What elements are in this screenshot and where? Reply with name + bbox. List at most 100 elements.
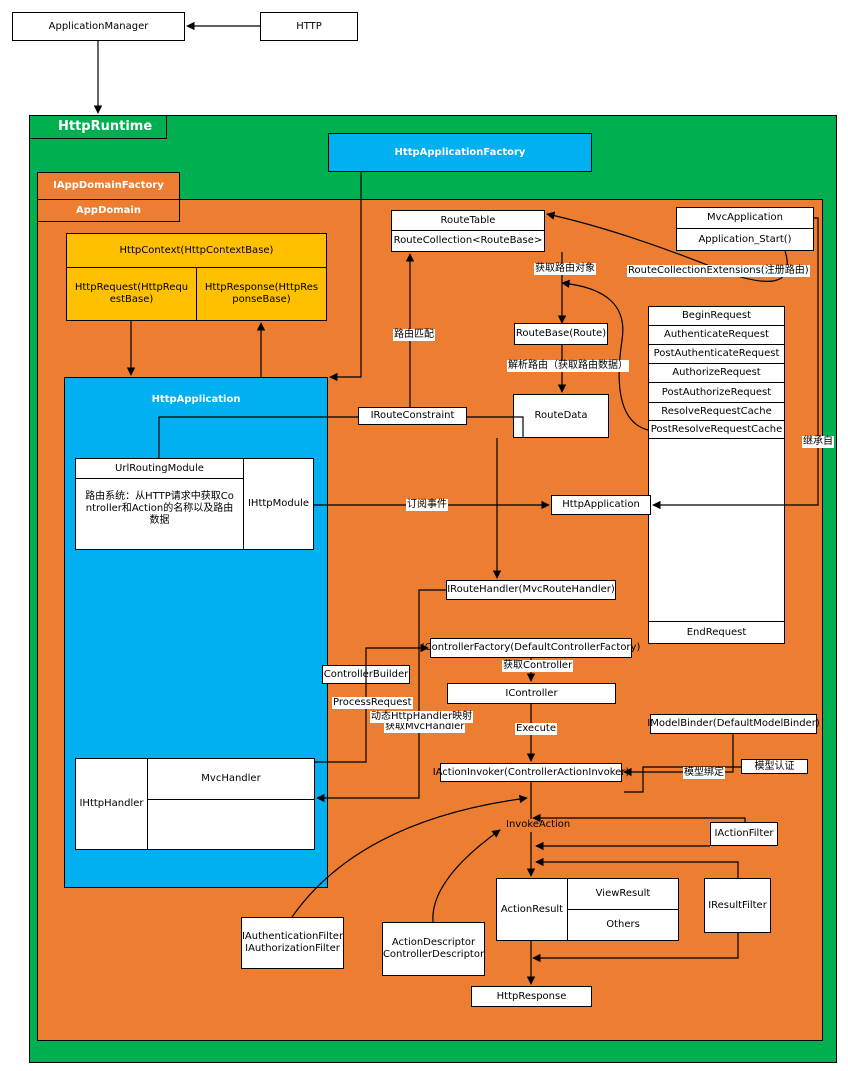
route-data-box: RouteData bbox=[513, 394, 609, 438]
others-label: Others bbox=[606, 919, 640, 930]
label-dynamic-handler-map: 动态HttpHandler映射 bbox=[370, 711, 474, 723]
iaction-invoker-box: IActionInvoker(ControllerActionInvoker) bbox=[433, 763, 629, 782]
ihttp-module-label: IHttpModule bbox=[247, 498, 310, 509]
routing-description-label: 路由系统：从HTTP请求中获取Controller和Action的名称以及路由数… bbox=[85, 491, 234, 526]
event-label: PostAuthorizeRequest bbox=[661, 386, 772, 398]
iaction-invoker-label: IActionInvoker(ControllerActionInvoker) bbox=[432, 766, 630, 778]
http-context-label: HttpContext(HttpContextBase) bbox=[119, 244, 274, 256]
iroute-handler-box: IRouteHandler(MvcRouteHandler) bbox=[446, 580, 616, 600]
label-model-binding: 模型绑定 bbox=[683, 767, 725, 779]
view-result-box: ViewResult bbox=[567, 878, 679, 910]
http-response-label: HttpResponse(HttpResponseBase) bbox=[204, 282, 319, 305]
icontroller-factory-label: IControllerFactory(DefaultControllerFact… bbox=[421, 642, 641, 653]
iaction-filter-box: IActionFilter bbox=[710, 822, 778, 846]
routing-description-box: 路由系统：从HTTP请求中获取Controller和Action的名称以及路由数… bbox=[75, 478, 244, 550]
icontroller-box: IController bbox=[447, 683, 616, 704]
auth-filter-label-1: IAuthenticationFilter bbox=[241, 931, 344, 942]
iroute-constraint-box: IRouteConstraint bbox=[358, 407, 467, 425]
appdomain-title-box: AppDomain bbox=[37, 199, 180, 222]
label-route-match: 路由匹配 bbox=[393, 329, 435, 341]
mvc-application-box: MvcApplication bbox=[676, 207, 814, 229]
route-table-box: RouteTable bbox=[391, 210, 545, 231]
action-descriptor-label-1: ActionDescriptor bbox=[391, 937, 476, 948]
http-application-label: HttpApplication bbox=[151, 394, 241, 405]
mvc-handler-label: MvcHandler bbox=[201, 773, 261, 784]
label-get-controller: 获取Controller bbox=[502, 660, 574, 672]
event-resolve-request-cache: ResolveRequestCache bbox=[648, 402, 785, 421]
iroute-constraint-label: IRouteConstraint bbox=[370, 410, 455, 421]
label-route-collection-ext: RouteCollectionExtensions(注册路由) bbox=[627, 265, 810, 277]
route-collection-box: RouteCollection<RouteBase> bbox=[391, 230, 545, 252]
http-request-box: HttpRequest(HttpRequestBase) bbox=[66, 267, 197, 321]
event-label: PostResolveRequestCache bbox=[650, 423, 783, 435]
others-box: Others bbox=[567, 909, 679, 941]
event-begin-request: BeginRequest bbox=[648, 306, 785, 326]
event-label: ResolveRequestCache bbox=[661, 405, 772, 417]
iresult-filter-label: IResultFilter bbox=[708, 899, 767, 911]
event-label: AuthenticateRequest bbox=[664, 329, 769, 340]
mvc-handler-body bbox=[147, 799, 315, 850]
event-label: BeginRequest bbox=[681, 310, 752, 321]
label-execute: Execute bbox=[515, 723, 557, 735]
application-manager-box: ApplicationManager bbox=[12, 12, 185, 41]
route-base-label: RouteBase(Route) bbox=[515, 328, 607, 339]
controller-builder-box: ControllerBuilder bbox=[322, 665, 410, 684]
application-start-box: Application_Start() bbox=[676, 228, 814, 251]
icontroller-label: IController bbox=[505, 687, 558, 699]
http-response-bottom-box: HttpResponse bbox=[471, 986, 592, 1007]
ihttp-handler-label: IHttpHandler bbox=[79, 798, 144, 809]
label-get-route-object: 获取路由对象 bbox=[534, 263, 596, 275]
imodel-binder-label: IModelBinder(DefaultModelBinder) bbox=[647, 718, 820, 729]
ihttp-module-box: IHttpModule bbox=[243, 458, 314, 550]
action-descriptor-label-2: ControllerDescriptor bbox=[382, 949, 485, 960]
http-response-bottom-label: HttpResponse bbox=[496, 990, 567, 1002]
model-validate-label: 模型认证 bbox=[754, 760, 795, 772]
imodel-binder-box: IModelBinder(DefaultModelBinder) bbox=[647, 714, 820, 734]
action-descriptor-box: ActionDescriptor ControllerDescriptor bbox=[382, 922, 485, 976]
event-post-resolve-request-cache: PostResolveRequestCache bbox=[648, 420, 785, 439]
iroute-handler-label: IRouteHandler(MvcRouteHandler) bbox=[447, 584, 615, 595]
route-base-box: RouteBase(Route) bbox=[514, 323, 608, 345]
http-label: HTTP bbox=[296, 20, 322, 32]
http-application-factory-label: HttpApplicationFactory bbox=[394, 146, 526, 158]
iresult-filter-box: IResultFilter bbox=[704, 878, 771, 933]
event-label: PostAuthenticateRequest bbox=[653, 348, 780, 359]
model-validate-box: 模型认证 bbox=[741, 759, 808, 774]
event-post-authenticate-request: PostAuthenticateRequest bbox=[648, 344, 785, 364]
controller-builder-label: ControllerBuilder bbox=[323, 668, 409, 680]
http-runtime-label: HttpRuntime bbox=[58, 119, 153, 134]
iappdomain-factory-label: IAppDomainFactory bbox=[53, 180, 164, 191]
auth-filter-box: IAuthenticationFilter IAuthorizationFilt… bbox=[241, 917, 344, 969]
application-manager-label: ApplicationManager bbox=[48, 20, 149, 32]
event-label: AuthorizeRequest bbox=[672, 367, 761, 378]
http-application-right-label: HttpApplication bbox=[562, 499, 640, 510]
http-response-box: HttpResponse(HttpResponseBase) bbox=[196, 267, 327, 321]
label-parse-route: 解析路由（获取路由数据） bbox=[507, 360, 629, 372]
http-context-box: HttpContext(HttpContextBase) bbox=[66, 233, 327, 268]
event-authenticate-request: AuthenticateRequest bbox=[648, 325, 785, 345]
ihttp-handler-box: IHttpHandler bbox=[75, 758, 148, 850]
http-box: HTTP bbox=[260, 12, 358, 41]
icontroller-factory-box: IControllerFactory(DefaultControllerFact… bbox=[422, 638, 640, 658]
auth-filter-label-2: IAuthorizationFilter bbox=[245, 943, 340, 954]
iaction-filter-label: IActionFilter bbox=[714, 828, 774, 839]
label-subscribe-events: 订阅事件 bbox=[406, 499, 448, 511]
url-routing-module-label: UrlRoutingModule bbox=[115, 462, 204, 474]
http-application-right-box: HttpApplication bbox=[551, 495, 651, 515]
http-runtime-title: HttpRuntime bbox=[29, 115, 167, 139]
route-data-label: RouteData bbox=[534, 410, 588, 421]
mvc-handler-box: MvcHandler bbox=[147, 758, 315, 800]
event-end-request: EndRequest bbox=[648, 621, 785, 644]
route-table-label: RouteTable bbox=[440, 214, 496, 226]
application-start-label: Application_Start() bbox=[698, 233, 792, 245]
invoke-action-label: InvokeAction bbox=[506, 819, 571, 830]
label-inherit-from: 继承自 bbox=[802, 436, 834, 448]
url-routing-module-box: UrlRoutingModule bbox=[75, 458, 244, 479]
mvc-application-label: MvcApplication bbox=[707, 212, 783, 223]
http-application-factory-box: HttpApplicationFactory bbox=[328, 133, 592, 172]
route-collection-label: RouteCollection<RouteBase> bbox=[393, 235, 543, 246]
http-request-label: HttpRequest(HttpRequestBase) bbox=[74, 282, 189, 305]
label-get-mvc-handler: 获取MvcHandler bbox=[384, 721, 466, 733]
end-request-label: EndRequest bbox=[686, 626, 747, 638]
event-post-authorize-request: PostAuthorizeRequest bbox=[648, 382, 785, 403]
